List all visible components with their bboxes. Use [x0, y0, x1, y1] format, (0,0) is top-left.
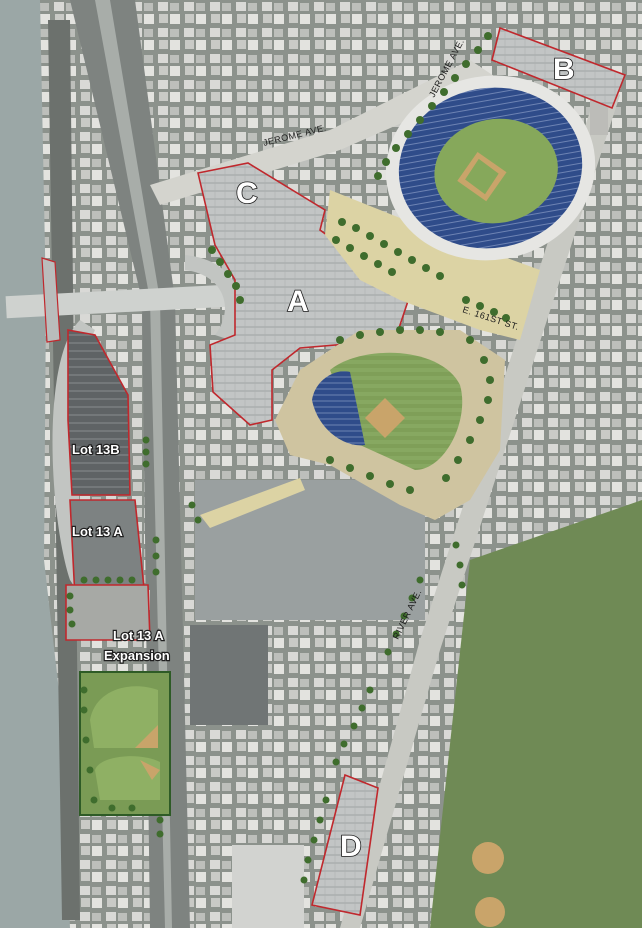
stadium-plaza: [325, 190, 540, 340]
heritage-field-seats: [312, 371, 365, 446]
lot-label-13b: Lot 13B: [72, 442, 120, 457]
lot-13a-expansion: [65, 584, 151, 641]
lot-b-parking: [491, 26, 627, 110]
park-ballfield-2: [475, 897, 505, 927]
heritage-field-infield: [365, 398, 405, 438]
lot-13b-parking: [67, 329, 131, 496]
lot-a-c-parking: [197, 162, 411, 426]
lot-label-b: B: [553, 53, 575, 86]
pedestrian-walkway: [200, 478, 305, 528]
lot-label-13a-expansion-line1: Lot 13 A: [113, 628, 164, 643]
pier-lot-strip: [41, 257, 61, 343]
lot-label-d: D: [340, 830, 362, 863]
lot-d-parking: [311, 773, 379, 916]
harlem-river: [0, 0, 70, 928]
new-yankee-stadium: [385, 75, 596, 261]
ballfield-north-infield: [135, 725, 158, 748]
tree-rows: [66, 32, 510, 884]
lot-label-13a-expansion-line2: Expansion: [104, 648, 170, 663]
warehouse: [190, 625, 268, 725]
warehouse-2: [232, 845, 304, 928]
lot-label-a: A: [287, 285, 309, 318]
park-ballfield-1: [472, 842, 504, 874]
bridge: [5, 283, 247, 319]
ballfield-south: [95, 756, 160, 800]
ballfield-north: [90, 686, 158, 748]
rail-yard: [195, 480, 425, 620]
river-ave-road: [340, 80, 620, 928]
park-area: [430, 500, 642, 928]
highway-lanes: [95, 0, 172, 928]
ballfield-south-infield: [140, 760, 160, 780]
lot-label-c: C: [236, 177, 258, 210]
lot-label-13a: Lot 13 A: [72, 524, 123, 539]
